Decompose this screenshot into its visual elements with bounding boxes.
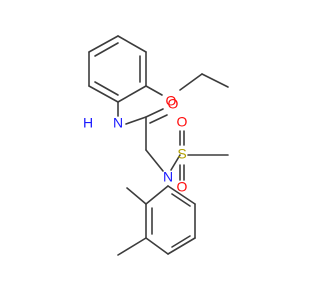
atom-label-o-ether: O	[166, 93, 177, 109]
bond	[117, 237, 147, 256]
bond	[170, 154, 181, 171]
bonds	[88, 35, 229, 256]
bond	[145, 108, 164, 118]
atom-label-n-sulfonamide: N	[163, 169, 173, 185]
bond	[126, 187, 147, 205]
bond	[179, 73, 203, 91]
atom-label-n-amide: N	[113, 115, 123, 131]
atom-label-o-s1: O	[177, 114, 188, 130]
bond	[149, 114, 168, 124]
bond	[201, 73, 229, 88]
bond	[145, 85, 163, 96]
bond	[117, 85, 147, 103]
bond	[145, 149, 164, 172]
atom-labels: H N O O S O O N	[83, 93, 188, 195]
bond	[125, 116, 147, 125]
bond	[167, 185, 196, 205]
bond	[117, 35, 147, 53]
molecule-structure: H N O O S O O N	[83, 35, 229, 256]
bond	[88, 35, 119, 53]
bond	[145, 237, 169, 255]
bond	[94, 42, 119, 57]
bond	[145, 185, 169, 205]
bond	[88, 85, 119, 103]
bond	[94, 81, 119, 96]
bond	[171, 235, 191, 248]
atom-label-s-sulfonyl: S	[177, 146, 186, 162]
atom-label-h: H	[83, 115, 93, 131]
bond	[167, 237, 196, 255]
molecule-canvas: H N O O S O O N	[82, 35, 229, 256]
atom-label-o-s2: O	[177, 179, 188, 195]
atom-label-o-carbonyl: O	[168, 96, 179, 112]
bond	[171, 193, 191, 207]
